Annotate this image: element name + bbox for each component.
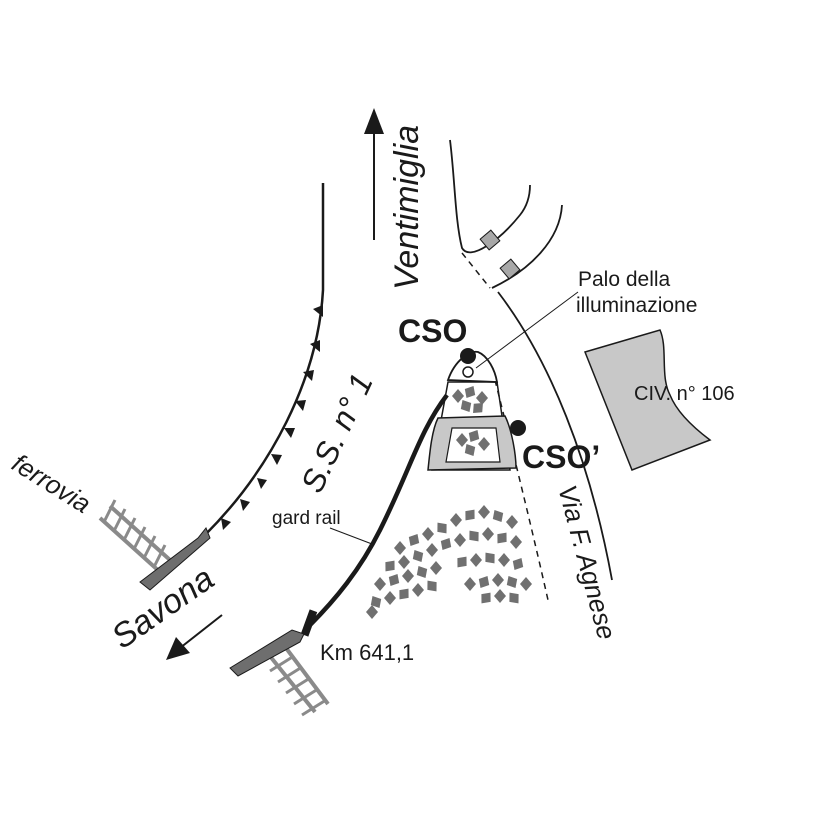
via-agnese-label: Via F. Agnese xyxy=(552,482,622,643)
cso-point xyxy=(460,348,476,364)
dashed-boundary-top xyxy=(461,252,491,289)
arrowhead-up xyxy=(364,108,384,134)
lamp-post-icon xyxy=(462,366,474,378)
via-agnese-edge-east xyxy=(497,291,613,581)
island-tip xyxy=(446,350,499,383)
railway-track-left xyxy=(98,499,211,591)
civ-label: CIV. n° 106 xyxy=(634,383,735,405)
side-road-curve-inner xyxy=(491,204,563,289)
embankment-marks xyxy=(221,305,323,530)
km-marker xyxy=(300,609,318,637)
arrowhead-down-left xyxy=(166,637,190,660)
side-road-curve-outer xyxy=(449,139,531,254)
gard-rail-label: gard rail xyxy=(272,508,341,529)
building-civ-106 xyxy=(583,329,712,471)
tree-cluster-large xyxy=(366,505,532,619)
palo-label-line2: illuminazione xyxy=(576,294,697,317)
gard-rail-line xyxy=(308,393,449,627)
rail-bridge-left xyxy=(139,527,211,591)
km-label: Km 641,1 xyxy=(320,640,414,665)
small-structure-2 xyxy=(499,258,521,280)
gard-rail-leader-line xyxy=(329,527,373,545)
cso-label: CSO xyxy=(398,313,467,349)
ferrovia-label: ferrovia xyxy=(7,448,96,519)
arrow-down-left-icon xyxy=(179,614,223,649)
ss1-label: S.S. n° 1 xyxy=(294,368,380,498)
lamp-leader-line xyxy=(475,291,579,369)
palo-label-line1: Palo della xyxy=(578,268,671,291)
small-structure-1 xyxy=(479,229,501,251)
cso-prime-point xyxy=(510,420,526,436)
rail-bridge-bottom xyxy=(229,629,305,677)
cso-prime-label: CSO’ xyxy=(522,439,600,475)
railway-track-bottom xyxy=(229,629,330,717)
ventimiglia-label: Ventimiglia xyxy=(388,125,426,290)
